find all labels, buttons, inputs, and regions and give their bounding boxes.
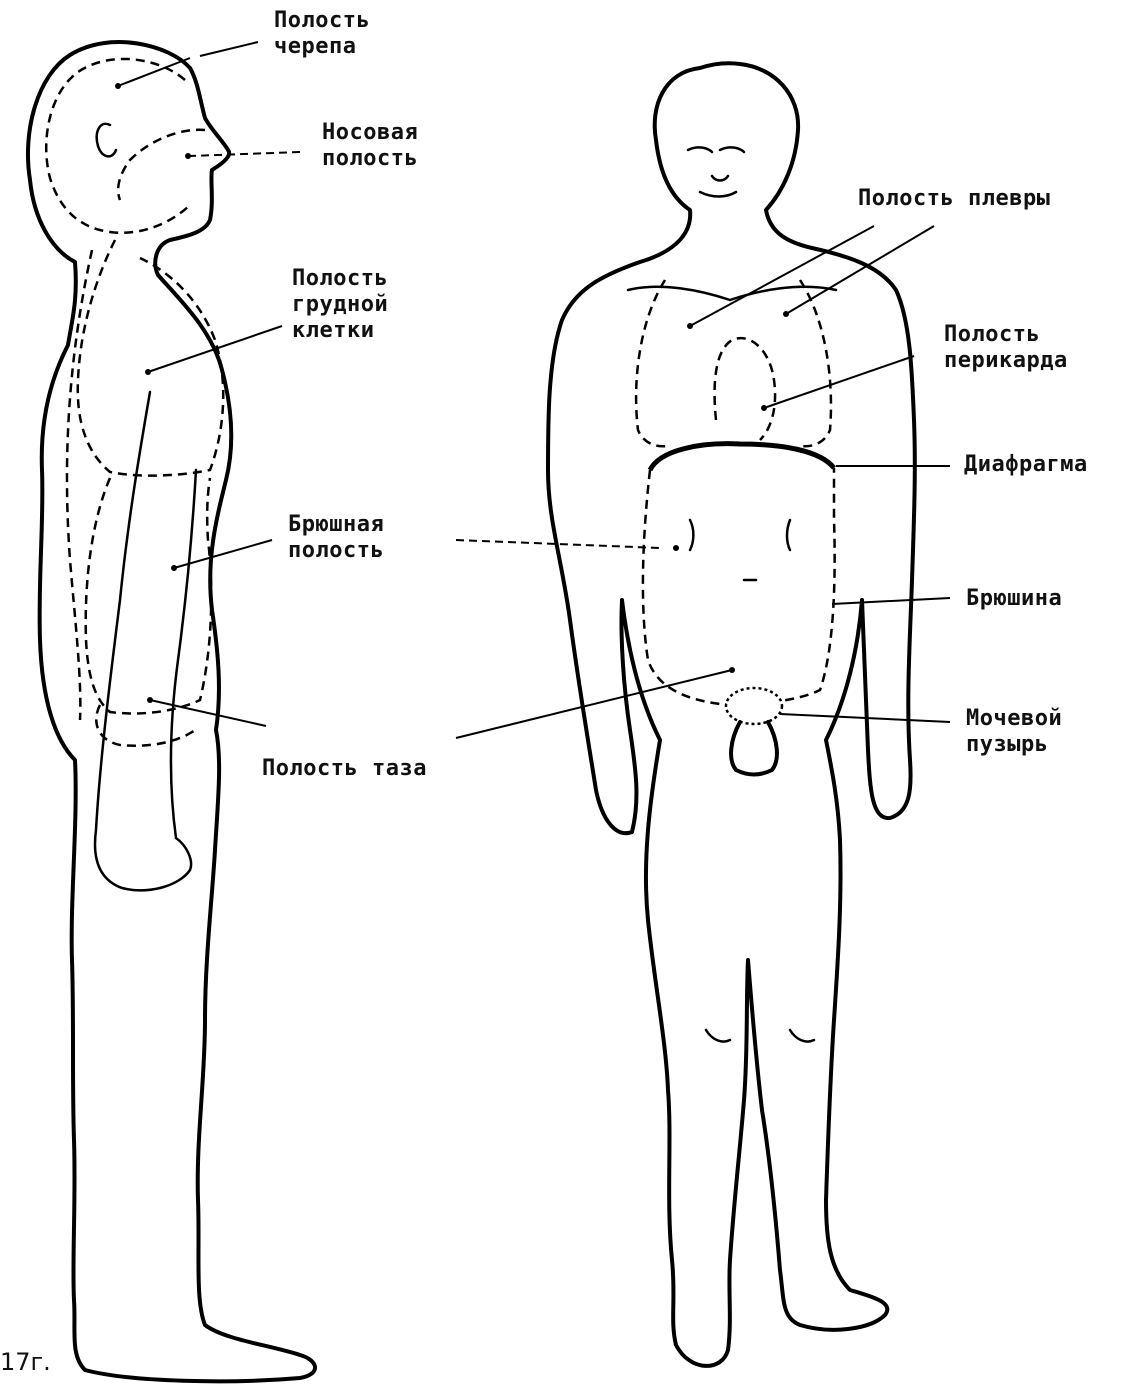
- front-figure-knees: [706, 1030, 814, 1042]
- label-bladder-line1: Мочевой: [966, 706, 1062, 732]
- front-bladder-shape: [726, 688, 782, 724]
- leader-pleural-right: [786, 226, 934, 314]
- leader-abdominal-front-dot: [673, 545, 679, 551]
- label-cranial-cavity: Полость черепа: [274, 8, 370, 60]
- label-nasal-cavity-line1: Носовая: [322, 120, 418, 146]
- label-bladder: Мочевой пузырь: [966, 706, 1062, 758]
- label-pelvic-cavity: Полость таза: [262, 756, 427, 782]
- front-abdominal-cavity-outline: [643, 468, 835, 704]
- label-abdominal-cavity-line1: Брюшная: [288, 512, 384, 538]
- leader-cranial-top: [200, 42, 258, 56]
- label-diaphragm: Диафрагма: [964, 452, 1088, 478]
- leader-thoracic-dot: [145, 369, 151, 375]
- corner-text: 17г.: [0, 1348, 51, 1376]
- label-thoracic-cavity-line2: грудной: [292, 292, 388, 318]
- label-abdominal-cavity: Брюшная полость: [288, 512, 384, 564]
- leader-thoracic: [148, 326, 282, 372]
- label-pleural-cavity: Полость плевры: [858, 186, 1050, 212]
- side-figure-arm: [95, 392, 196, 890]
- side-nasal-cavity-outline: [118, 130, 205, 200]
- label-bladder-line2: пузырь: [966, 732, 1062, 758]
- front-figure-genitals: [731, 722, 777, 775]
- leader-pelvic-front-dot: [729, 667, 735, 673]
- leader-peritoneum: [832, 598, 950, 604]
- front-figure-face: [688, 147, 744, 196]
- label-peritoneum-text: Брюшина: [966, 586, 1062, 612]
- label-pericardial-cavity-line1: Полость: [944, 322, 1068, 348]
- front-figure-abdomen-marks: [690, 520, 790, 580]
- leader-abdominal-side-dot: [171, 565, 177, 571]
- label-cranial-cavity-line1: Полость: [274, 8, 370, 34]
- leader-pleural-left: [690, 226, 874, 326]
- leader-pleural-right-dot: [783, 311, 789, 317]
- label-thoracic-cavity: Полость грудной клетки: [292, 266, 388, 344]
- leader-pericardial: [764, 356, 914, 408]
- label-pericardial-cavity: Полость перикарда: [944, 322, 1068, 374]
- label-peritoneum: Брюшина: [966, 586, 1062, 612]
- leader-pelvic-side: [150, 700, 266, 726]
- front-diaphragm-line: [650, 444, 834, 470]
- label-cranial-cavity-line2: черепа: [274, 34, 370, 60]
- label-pleural-cavity-text: Полость плевры: [858, 186, 1050, 212]
- label-pelvic-cavity-text: Полость таза: [262, 756, 427, 782]
- leader-lines: [115, 42, 950, 738]
- leader-pelvic-front: [456, 670, 732, 738]
- label-thoracic-cavity-line1: Полость: [292, 266, 388, 292]
- label-nasal-cavity: Носовая полость: [322, 120, 418, 172]
- leader-nasal-dot: [185, 153, 191, 159]
- leader-cranial-dot: [115, 83, 121, 89]
- label-nasal-cavity-line2: полость: [322, 146, 418, 172]
- leader-pleural-left-dot: [687, 323, 693, 329]
- side-view-figure: [28, 42, 315, 1381]
- leader-pericardial-dot: [761, 405, 767, 411]
- side-thoracic-cavity-outline: [78, 240, 223, 476]
- front-view-figure: [548, 63, 915, 1366]
- leader-nasal: [190, 152, 300, 156]
- label-pericardial-cavity-line2: перикарда: [944, 348, 1068, 374]
- leader-pelvic-side-dot: [147, 697, 153, 703]
- side-figure-ear: [97, 124, 116, 157]
- label-diaphragm-text: Диафрагма: [964, 452, 1088, 478]
- label-thoracic-cavity-line3: клетки: [292, 318, 388, 344]
- front-pericardial-cavity-outline: [715, 338, 775, 440]
- label-abdominal-cavity-line2: полость: [288, 538, 384, 564]
- front-figure-collarbones: [628, 287, 836, 300]
